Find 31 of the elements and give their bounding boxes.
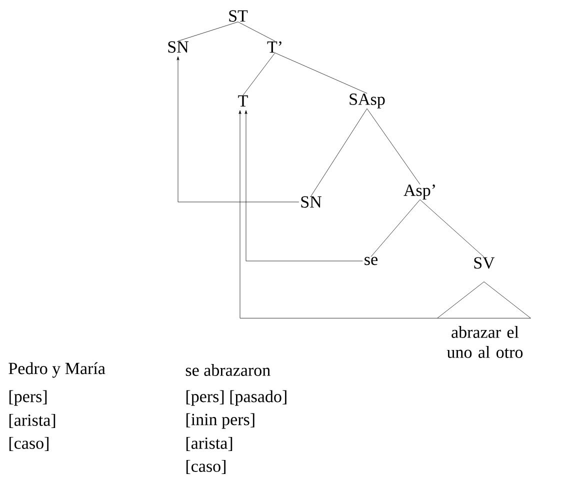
- feature-label: [inin pers]: [186, 413, 254, 429]
- branch-line: [370, 199, 420, 257]
- triangle: [437, 282, 531, 318]
- branch-line: [178, 22, 238, 42]
- feature-label: [arista]: [186, 436, 232, 452]
- tree-label: se: [364, 256, 378, 266]
- branch-line: [310, 108, 368, 196]
- tree-label: SN: [301, 196, 322, 208]
- feature-label: [pers]: [9, 390, 47, 406]
- tree-label: SV: [474, 257, 495, 269]
- tree-label: T: [238, 95, 248, 107]
- feature-label: [arista]: [9, 414, 56, 428]
- feature-label: Pedro y María: [8, 362, 106, 378]
- tree-label: ST: [229, 10, 248, 22]
- movement-arrow: [176, 56, 300, 202]
- branch-line: [366, 108, 420, 185]
- movement-arrow: [238, 110, 438, 318]
- tree-label: SN: [168, 41, 188, 53]
- feature-label: [pers] [pasado]: [186, 390, 286, 406]
- feature-label: [caso]: [9, 436, 48, 452]
- branch-line: [238, 22, 276, 42]
- tree-label: SAsp: [350, 94, 385, 108]
- branch-line: [420, 199, 484, 258]
- branch-line: [274, 52, 368, 94]
- tree-label: Asp’: [404, 184, 435, 200]
- tree-label: T’: [267, 41, 282, 53]
- movement-arrow: [244, 110, 363, 262]
- feature-label: se abrazaron: [186, 364, 270, 376]
- feature-label: [caso]: [186, 460, 226, 474]
- tree-label: abrazar el uno al otro: [446, 326, 523, 358]
- branch-line: [242, 52, 276, 96]
